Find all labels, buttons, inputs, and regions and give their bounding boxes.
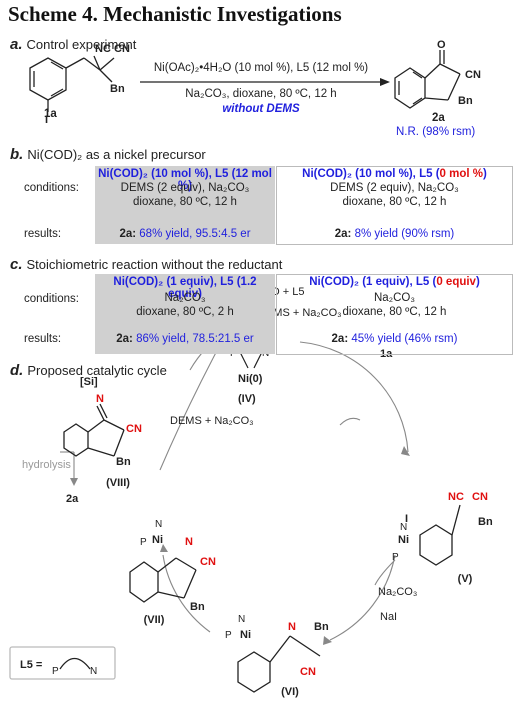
svg-text:[Si]: [Si] bbox=[80, 376, 98, 388]
svg-text:P: P bbox=[225, 630, 232, 641]
section-d-heading: d.Proposed catalytic cycle bbox=[10, 362, 167, 379]
svg-text:Bn: Bn bbox=[110, 83, 125, 95]
svg-text:CN: CN bbox=[126, 423, 142, 435]
svg-text:I: I bbox=[45, 114, 48, 126]
svg-text:NC: NC bbox=[448, 491, 464, 503]
label-VIII: (VIII) bbox=[106, 477, 130, 489]
svg-text:N: N bbox=[288, 621, 296, 633]
svg-text:P: P bbox=[392, 552, 399, 563]
svg-text:Bn: Bn bbox=[458, 95, 473, 107]
dems-top-text: DEMS + Na₂CO₃ bbox=[258, 307, 342, 319]
section-c-heading: c.Stoichiometric reaction without the re… bbox=[10, 256, 283, 273]
svg-text:CN: CN bbox=[300, 666, 316, 678]
c-row-results: results: bbox=[24, 333, 62, 345]
svg-text:N: N bbox=[155, 519, 162, 530]
svg-text:I: I bbox=[405, 513, 408, 525]
svg-text:N: N bbox=[96, 393, 104, 405]
c-right-box bbox=[276, 274, 513, 355]
b-row-results: results: bbox=[24, 228, 62, 240]
svg-text:CN: CN bbox=[114, 43, 130, 55]
svg-text:Ni(0): Ni(0) bbox=[238, 373, 263, 385]
a-prod-label: 2a bbox=[432, 112, 445, 124]
svg-text:N: N bbox=[400, 522, 407, 533]
svg-text:Ni: Ni bbox=[398, 534, 409, 546]
hydrolysis-text: hydrolysis bbox=[22, 459, 71, 471]
label-IV: (IV) bbox=[238, 393, 256, 405]
svg-text:Bn: Bn bbox=[190, 601, 205, 613]
svg-text:CN: CN bbox=[465, 69, 481, 81]
svg-text:O: O bbox=[437, 39, 446, 51]
a-sm-label: 1a bbox=[44, 108, 57, 120]
prod-label-d: 2a bbox=[66, 493, 79, 505]
svg-text:P: P bbox=[140, 537, 147, 548]
svg-text:N: N bbox=[90, 666, 97, 677]
svg-text:CN: CN bbox=[472, 491, 488, 503]
a-reagents-top: Ni(OAc)₂•4H₂O (10 mol %), L5 (12 mol %) bbox=[153, 62, 369, 74]
svg-text:Ni: Ni bbox=[152, 534, 163, 546]
c-row-conditions: conditions: bbox=[24, 293, 79, 305]
label-VI: (VI) bbox=[281, 686, 299, 698]
section-a-heading: a.Control experiment bbox=[10, 36, 137, 53]
l5-label: L5 = bbox=[20, 659, 42, 671]
a-result: N.R. (98% rsm) bbox=[396, 126, 476, 138]
dems-cycle-text: DEMS + Na₂CO₃ bbox=[170, 415, 254, 427]
b-left-box bbox=[95, 166, 275, 244]
label-V: (V) bbox=[458, 573, 473, 585]
base-text: Na₂CO₃ bbox=[378, 586, 417, 598]
b-right-box bbox=[276, 166, 513, 245]
c-left-box bbox=[95, 274, 275, 354]
svg-text:Bn: Bn bbox=[478, 516, 493, 528]
svg-text:N: N bbox=[238, 614, 245, 625]
svg-text:Bn: Bn bbox=[314, 621, 329, 633]
svg-text:CN: CN bbox=[200, 556, 216, 568]
b-row-conditions: conditions: bbox=[24, 182, 79, 194]
svg-text:Bn: Bn bbox=[116, 456, 131, 468]
svg-text:N: N bbox=[185, 536, 193, 548]
svg-text:P: P bbox=[52, 666, 59, 677]
section-b-heading: b.Ni(COD)₂ as a nickel precursor bbox=[10, 146, 206, 163]
a-note: without DEMS bbox=[222, 103, 300, 115]
svg-text:NC: NC bbox=[95, 43, 111, 55]
nai-text: NaI bbox=[380, 611, 397, 623]
svg-text:Ni: Ni bbox=[240, 629, 251, 641]
a-reagents-bottom: Na₂CO₃, dioxane, 80 ºC, 12 h bbox=[185, 88, 337, 100]
label-VII: (VII) bbox=[144, 614, 165, 626]
page-title: Scheme 4. Mechanistic Investigations bbox=[8, 2, 342, 26]
